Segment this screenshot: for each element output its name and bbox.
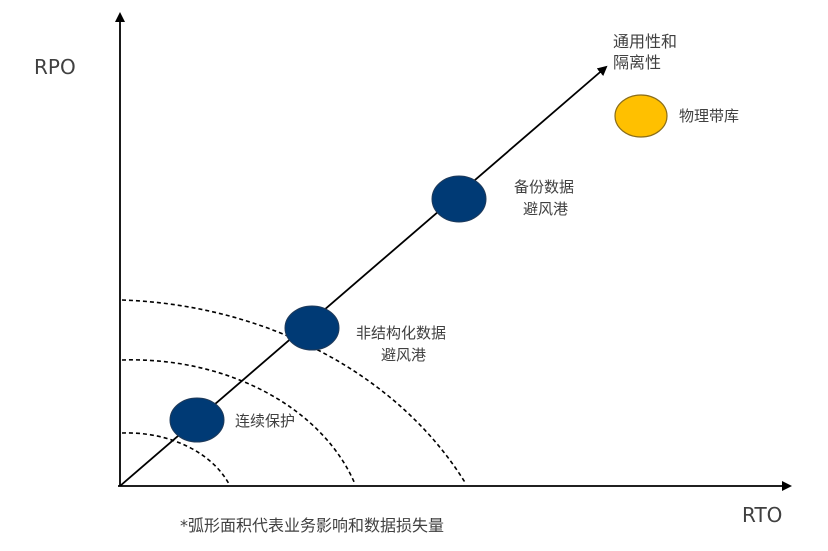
impact-arcs [121, 299, 467, 485]
node-label-backup-line-1: 备份数据 [514, 178, 574, 196]
diagonal-label-line-2: 隔离性 [613, 53, 661, 72]
y-axis-label: RPO [34, 55, 76, 79]
node-physical-tape-library [614, 94, 668, 138]
impact-arc-unstructured-haven [121, 359, 356, 485]
impact-arc-continuous-protection [121, 432, 230, 485]
impact-arc-backup-haven [121, 299, 467, 485]
node-continuous-protection [169, 397, 225, 443]
node-label-unstructured-line-2: 避风港 [381, 346, 426, 364]
solution-nodes [169, 175, 487, 443]
node-unstructured-haven [284, 305, 340, 351]
node-label-backup-line-2: 避风港 [523, 200, 568, 218]
footnote: *弧形面积代表业务影响和数据损失量 [180, 516, 444, 535]
node-label-continuous-protection: 连续保护 [235, 412, 295, 430]
axes [115, 12, 792, 491]
node-label-unstructured-line-1: 非结构化数据 [356, 324, 446, 342]
node-backup-haven [431, 175, 487, 223]
diagonal-label-line-1: 通用性和 [613, 32, 677, 51]
x-axis-label: RTO [742, 503, 782, 527]
outlier-label: 物理带库 [679, 107, 739, 125]
